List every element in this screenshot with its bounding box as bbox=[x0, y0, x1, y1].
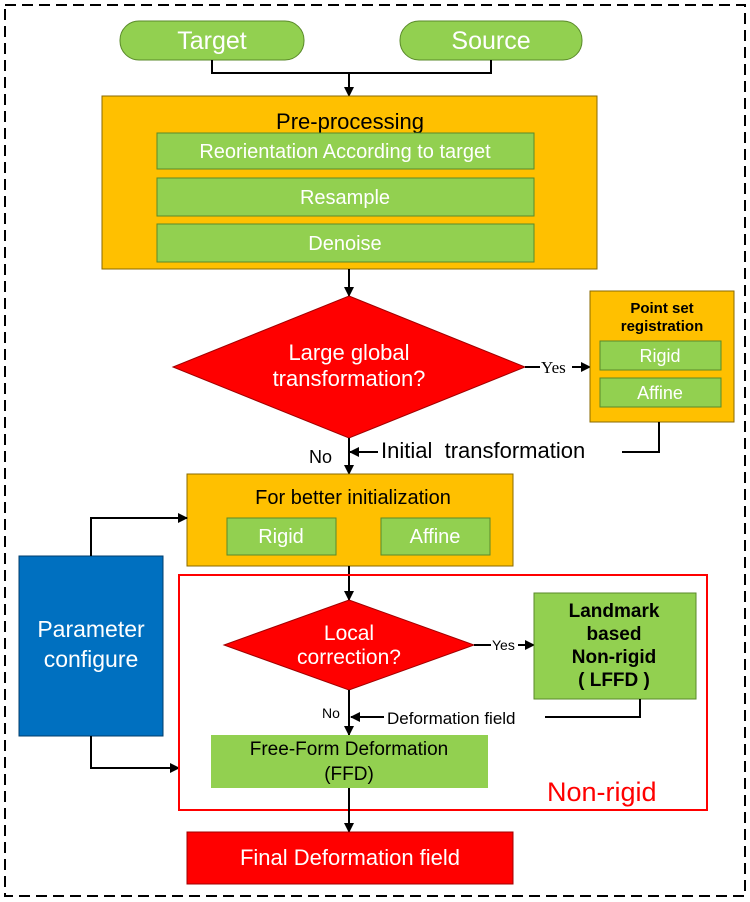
deformation-field-label: Deformation field bbox=[387, 709, 516, 728]
denoise-label: Denoise bbox=[308, 233, 381, 255]
ffd-box bbox=[211, 735, 488, 788]
local-line2: correction? bbox=[297, 646, 401, 669]
local-line1: Local bbox=[324, 622, 374, 645]
initial-transformation-connector bbox=[622, 422, 660, 453]
point-set-affine bbox=[599, 377, 722, 408]
parameter-to-nonrigid-arrow bbox=[90, 736, 180, 773]
resample-label: Resample bbox=[300, 187, 390, 209]
point-set-title1: Point set bbox=[630, 300, 693, 317]
resample-step bbox=[156, 177, 535, 217]
parameter-line1: Parameter bbox=[37, 616, 145, 642]
local-no-label: No bbox=[322, 705, 340, 721]
better-init-affine-label: Affine bbox=[410, 526, 461, 548]
landmark-line2: based bbox=[587, 624, 642, 645]
reorientation-label: Reorientation According to target bbox=[199, 141, 491, 163]
denoise-step bbox=[156, 223, 535, 263]
source-label: Source bbox=[451, 27, 530, 55]
landmark-line1: Landmark bbox=[569, 601, 660, 622]
landmark-box bbox=[533, 592, 697, 700]
ffd-line2: (FFD) bbox=[324, 764, 374, 785]
final-deformation-label: Final Deformation field bbox=[240, 845, 460, 870]
point-set-rigid-label: Rigid bbox=[639, 346, 680, 366]
target-label: Target bbox=[177, 27, 247, 55]
reorientation-step bbox=[156, 132, 535, 170]
better-init-rigid bbox=[226, 517, 337, 556]
no-label: No bbox=[309, 447, 332, 467]
initial-transformation-label: Initial transformation bbox=[381, 438, 585, 463]
final-deformation-box bbox=[186, 831, 514, 885]
better-init-rigid-label: Rigid bbox=[258, 526, 304, 548]
point-set-title2: registration bbox=[621, 318, 704, 335]
target-connector bbox=[211, 60, 349, 74]
preprocessing-title: Pre-processing bbox=[276, 109, 424, 134]
large-global-line1: Large global bbox=[288, 340, 409, 365]
parameter-configure-box bbox=[18, 555, 164, 737]
parameter-line2: configure bbox=[44, 646, 139, 672]
source-connector bbox=[349, 60, 492, 74]
better-init-title: For better initialization bbox=[255, 487, 451, 509]
yes-label: Yes bbox=[541, 358, 566, 377]
point-set-affine-label: Affine bbox=[637, 383, 683, 403]
local-yes-label: Yes bbox=[492, 637, 515, 653]
landmark-line3: Non-rigid bbox=[572, 647, 656, 668]
deformation-field-connector bbox=[545, 699, 641, 718]
large-global-line2: transformation? bbox=[273, 366, 426, 391]
better-init-affine bbox=[380, 517, 491, 556]
local-correction-decision bbox=[222, 599, 476, 691]
ffd-line1: Free-Form Deformation bbox=[250, 739, 449, 760]
nonrigid-frame bbox=[178, 574, 708, 811]
landmark-line4: ( LFFD ) bbox=[578, 670, 650, 691]
nonrigid-label: Non-rigid bbox=[547, 777, 657, 807]
parameter-to-init-arrow bbox=[90, 513, 188, 556]
point-set-rigid bbox=[599, 340, 722, 371]
